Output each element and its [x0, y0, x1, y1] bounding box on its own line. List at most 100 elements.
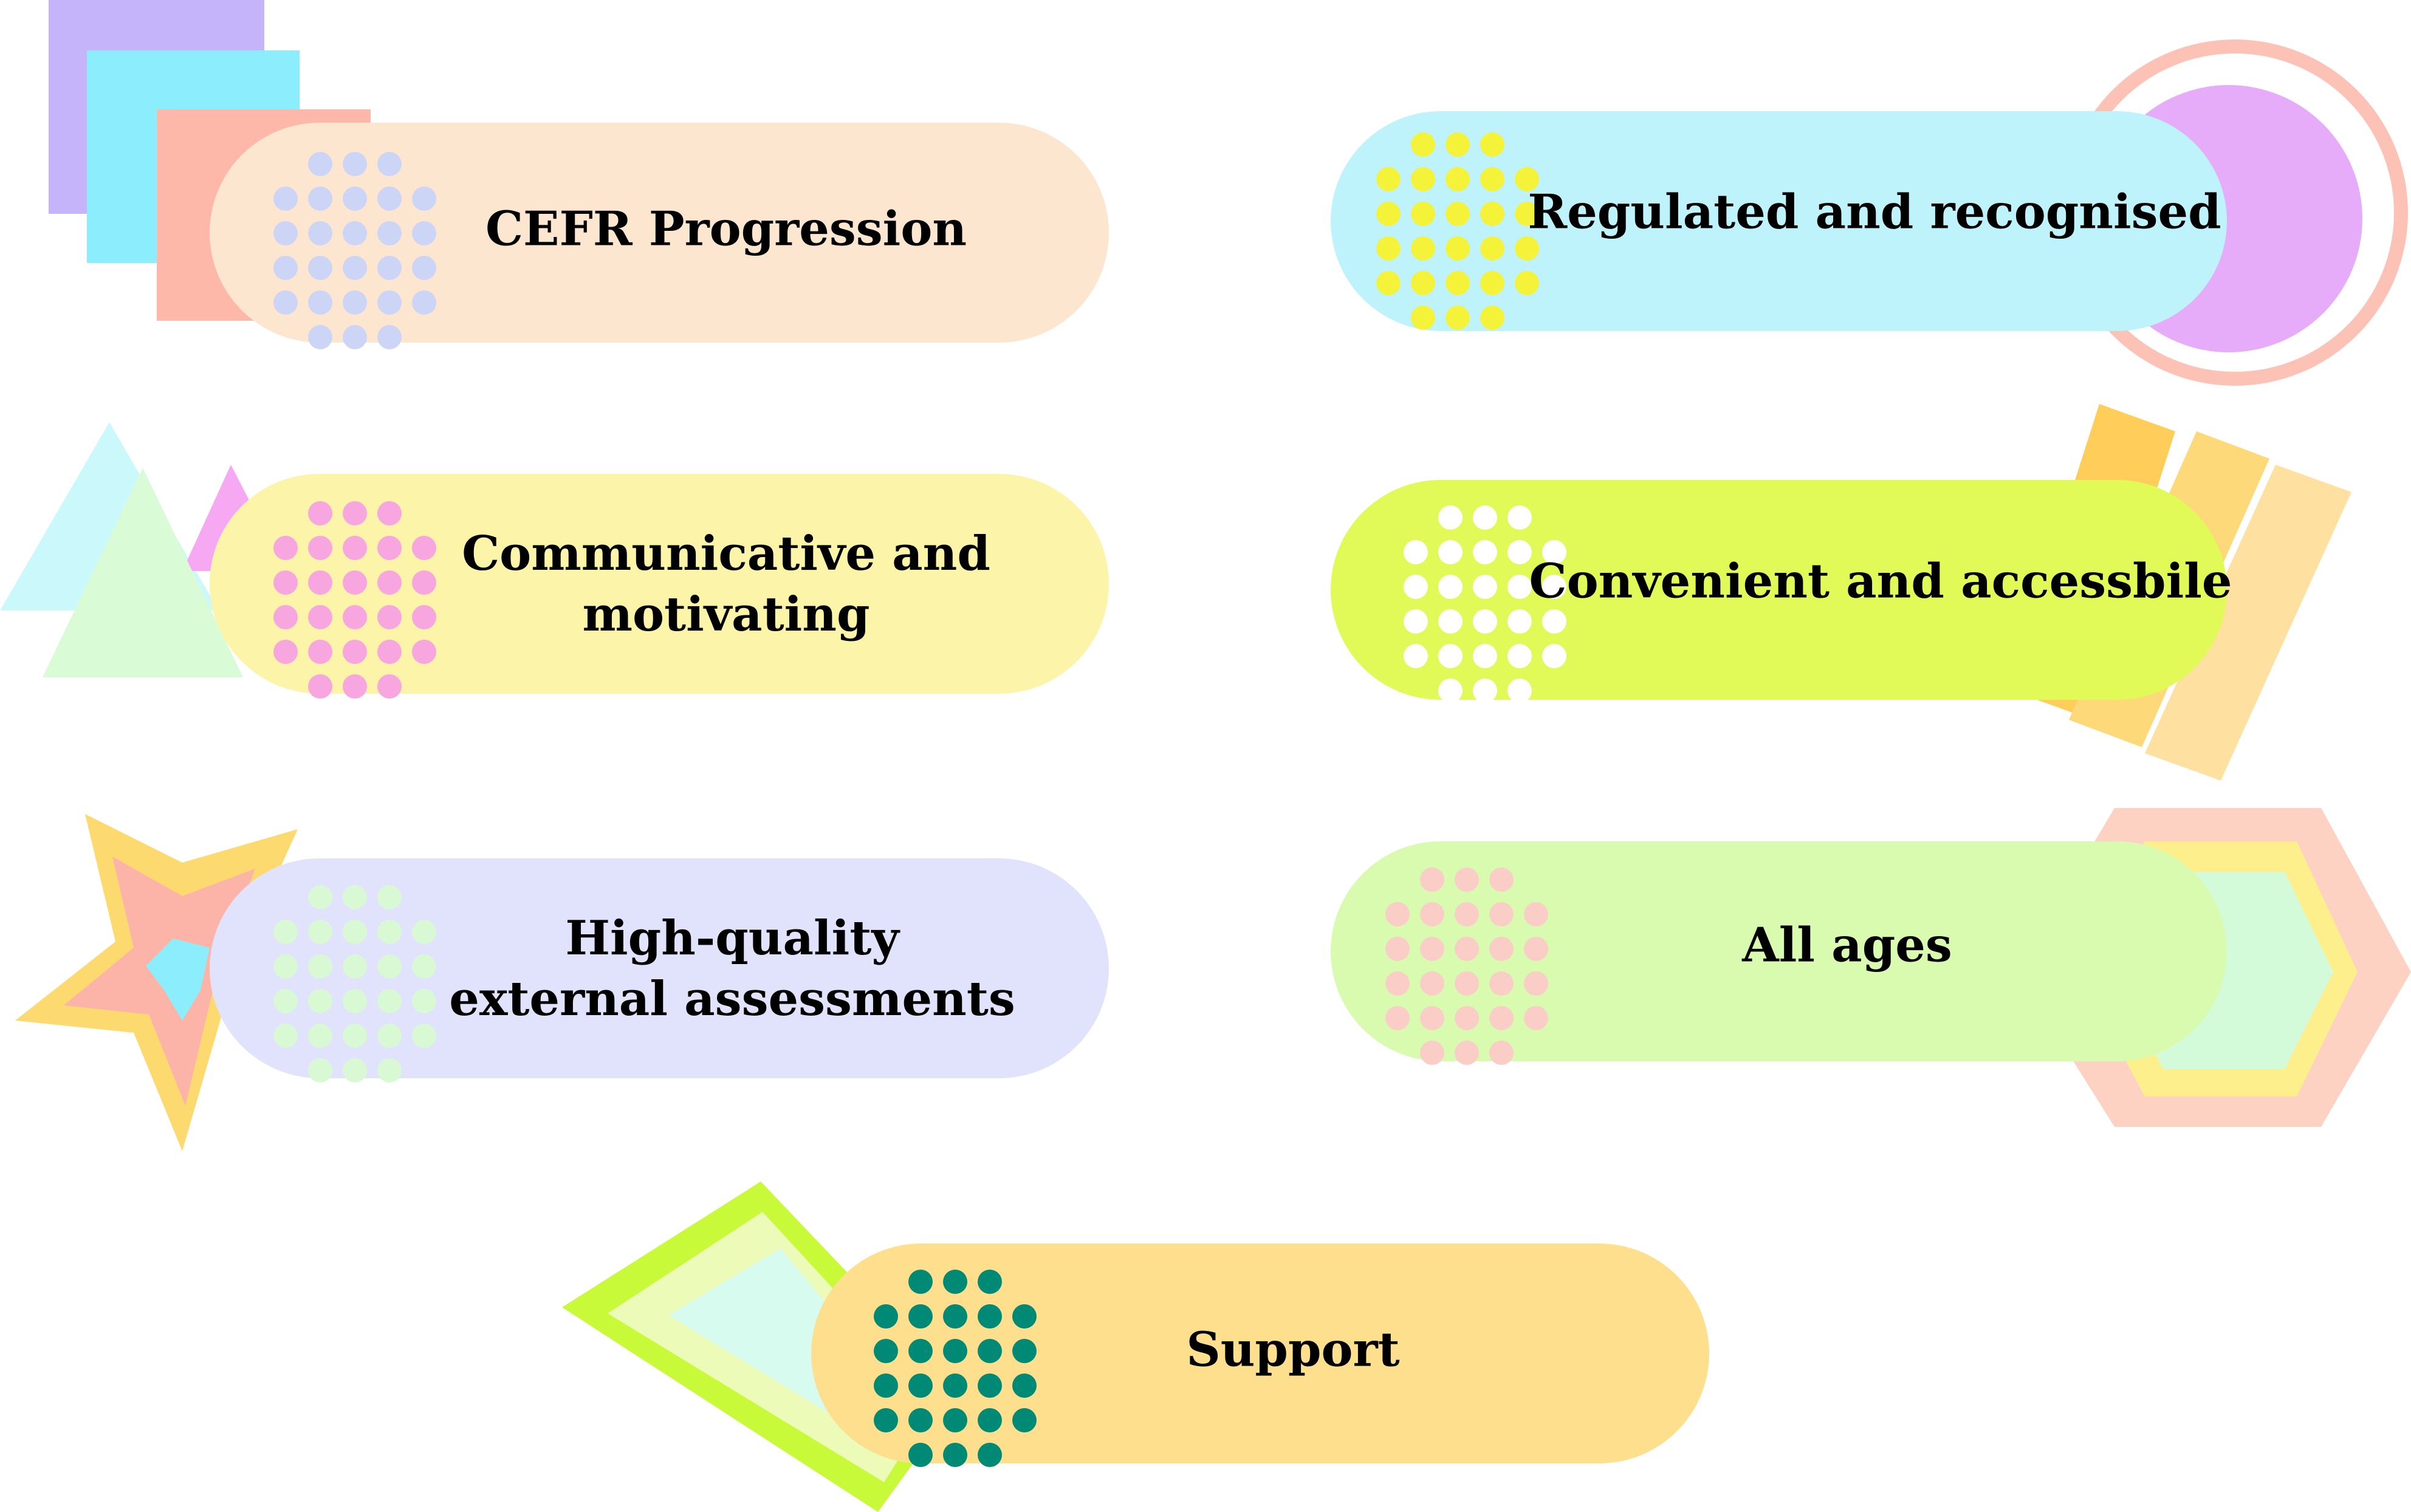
- dot: [412, 605, 436, 629]
- dot: [308, 186, 332, 211]
- dot: [1411, 167, 1435, 191]
- dot: [1438, 575, 1463, 599]
- dot: [377, 221, 402, 245]
- dot: [943, 1373, 967, 1398]
- dot: [377, 674, 402, 699]
- dot: [1411, 236, 1435, 261]
- dot: [1507, 644, 1532, 668]
- dot-grid: [874, 1270, 1037, 1467]
- dot: [1480, 236, 1504, 261]
- dot: [377, 920, 402, 944]
- dot: [1012, 1304, 1037, 1329]
- dot: [343, 536, 367, 560]
- dot: [273, 989, 298, 1013]
- dot: [377, 325, 402, 349]
- dot: [273, 954, 298, 979]
- dot: [1542, 575, 1566, 599]
- dot: [273, 570, 298, 595]
- dot: [908, 1408, 933, 1432]
- dot: [874, 1373, 898, 1398]
- dot: [1524, 902, 1548, 926]
- dot: [412, 989, 436, 1013]
- dot: [1524, 1006, 1548, 1030]
- dot: [343, 501, 367, 525]
- dot: [1420, 937, 1444, 961]
- dot: [1404, 540, 1428, 564]
- dot: [1420, 867, 1444, 892]
- dot: [1455, 867, 1479, 892]
- dot: [273, 920, 298, 944]
- dot: [308, 989, 332, 1013]
- dot: [377, 1058, 402, 1083]
- dot: [1515, 202, 1539, 226]
- dot: [1420, 902, 1444, 926]
- dot: [412, 1024, 436, 1048]
- dot: [412, 186, 436, 211]
- dot: [377, 570, 402, 595]
- dot: [1411, 202, 1435, 226]
- pill-shape: [210, 474, 1109, 694]
- dot-grid: [1376, 132, 1539, 330]
- dot: [1524, 937, 1548, 961]
- dot: [943, 1339, 967, 1363]
- dot: [308, 605, 332, 629]
- dot: [1404, 644, 1428, 668]
- dot: [1385, 1006, 1410, 1030]
- dot: [1455, 1006, 1479, 1030]
- dot: [308, 501, 332, 525]
- dot: [1507, 679, 1532, 703]
- dot: [978, 1270, 1002, 1294]
- dot: [273, 186, 298, 211]
- dot: [1515, 271, 1539, 295]
- pill-label: CEFR Progression: [485, 202, 967, 257]
- pill-regulated: Regulated and recognised: [1331, 111, 2227, 331]
- dot: [343, 325, 367, 349]
- dot: [1385, 937, 1410, 961]
- dot: [343, 674, 367, 699]
- dot: [1473, 644, 1497, 668]
- dot: [377, 501, 402, 525]
- dot: [412, 256, 436, 280]
- dot: [1489, 937, 1514, 961]
- dot: [1420, 1006, 1444, 1030]
- dot: [1455, 937, 1479, 961]
- dot: [1489, 971, 1514, 996]
- dot: [1446, 271, 1470, 295]
- dot: [308, 536, 332, 560]
- dot: [1507, 505, 1532, 530]
- dot: [412, 640, 436, 664]
- dot: [1438, 505, 1463, 530]
- dot: [343, 256, 367, 280]
- dot: [1507, 540, 1532, 564]
- pill-shape: [1331, 841, 2227, 1061]
- dot: [1542, 644, 1566, 668]
- dot: [308, 256, 332, 280]
- dot: [377, 1024, 402, 1048]
- dot: [343, 989, 367, 1013]
- dot: [908, 1270, 933, 1294]
- dot: [412, 920, 436, 944]
- dot: [308, 290, 332, 315]
- dot: [1438, 679, 1463, 703]
- dot: [377, 954, 402, 979]
- dot: [1438, 609, 1463, 634]
- dot: [978, 1304, 1002, 1329]
- dot: [273, 1024, 298, 1048]
- dot: [1385, 971, 1410, 996]
- dot: [412, 221, 436, 245]
- dot: [1542, 540, 1566, 564]
- dot: [377, 640, 402, 664]
- dot: [1404, 609, 1428, 634]
- dot: [377, 885, 402, 909]
- dot: [377, 605, 402, 629]
- dot: [343, 920, 367, 944]
- dot: [1446, 132, 1470, 157]
- dot: [1411, 306, 1435, 330]
- dot: [978, 1443, 1002, 1467]
- dot: [308, 640, 332, 664]
- dot: [1455, 902, 1479, 926]
- dot: [1480, 306, 1504, 330]
- dot: [1507, 609, 1532, 634]
- dot: [1455, 1041, 1479, 1065]
